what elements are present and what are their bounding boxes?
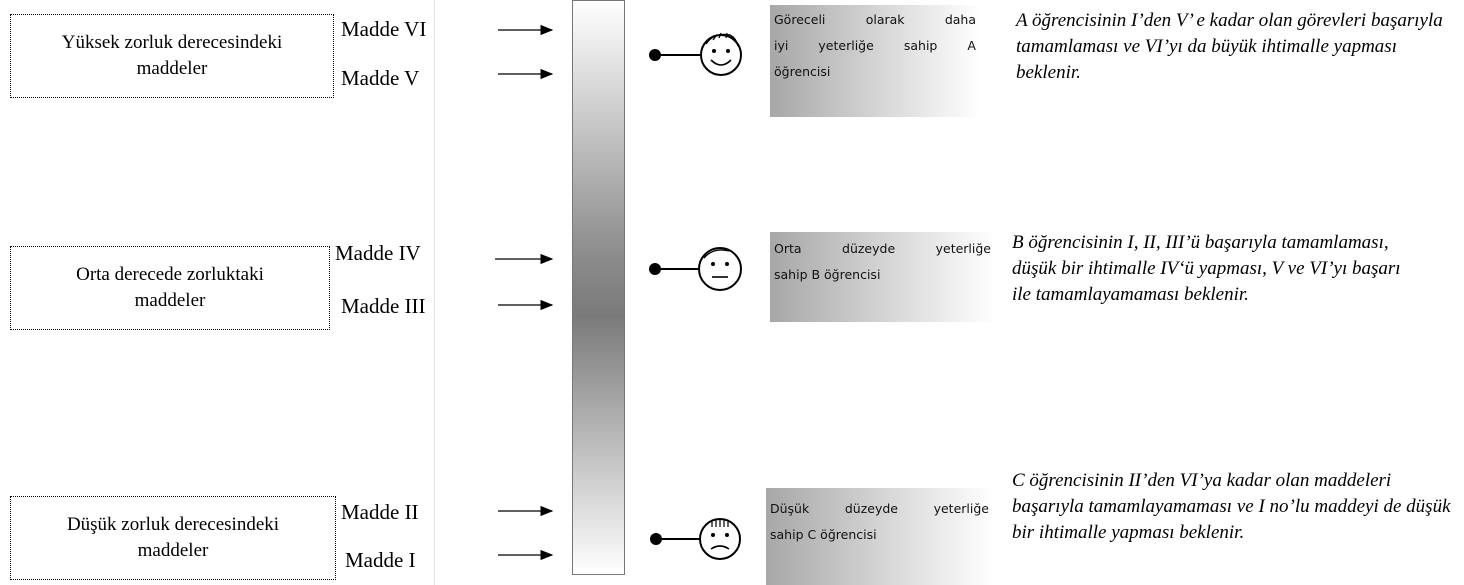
item-label-ii: Madde II bbox=[341, 500, 419, 524]
student-c-line1: Düşük düzeyde yeterliğe bbox=[770, 501, 989, 516]
item-label-iv: Madde IV bbox=[335, 241, 421, 265]
difficulty-scale-bar bbox=[572, 0, 625, 575]
student-c-line2: sahip C öğrencisi bbox=[770, 527, 877, 542]
sad-face-icon bbox=[650, 518, 741, 560]
item-label-i: Madde I bbox=[345, 548, 416, 572]
student-a-line1: Göreceli olarak daha bbox=[774, 12, 976, 27]
student-b-line2: sahip B öğrencisi bbox=[774, 267, 881, 282]
smiling-face-icon bbox=[649, 32, 742, 76]
group-box-low: Düşük zorluk derecesindeki maddeler bbox=[10, 496, 336, 580]
student-a-description: A öğrencisinin I’den V’ e kadar olan gör… bbox=[1016, 10, 1443, 83]
student-b-description: B öğrencisinin I, II, III’ü başarıyla ta… bbox=[1012, 232, 1401, 305]
student-a-line3: öğrencisi bbox=[774, 64, 831, 79]
group-label-medium-line2: maddeler bbox=[134, 290, 206, 311]
group-label-high-line2: maddeler bbox=[136, 58, 208, 79]
neutral-face-icon bbox=[649, 247, 742, 291]
item-label-v: Madde V bbox=[341, 66, 420, 90]
student-b-box: Orta düzeyde yeterliğe sahip B öğrencisi bbox=[770, 232, 995, 322]
student-c-description: C öğrencisinin II’den VI’ya kadar olan m… bbox=[1012, 470, 1451, 543]
item-label-vi: Madde VI bbox=[341, 17, 427, 41]
student-c-box: Düşük düzeyde yeterliğe sahip C öğrencis… bbox=[766, 488, 993, 585]
item-label-iii: Madde III bbox=[341, 294, 426, 318]
group-box-medium: Orta derecede zorluktaki maddeler bbox=[10, 246, 330, 330]
group-label-low-line1: Düşük zorluk derecesindeki bbox=[66, 514, 280, 535]
group-label-low-line2: maddeler bbox=[137, 540, 209, 561]
divider-line bbox=[434, 0, 435, 585]
group-label-medium-line1: Orta derecede zorluktaki bbox=[76, 264, 264, 285]
student-b-line1: Orta düzeyde yeterliğe bbox=[774, 241, 991, 256]
student-a-box: Göreceli olarak daha iyi yeterliğe sahip… bbox=[770, 5, 980, 117]
group-label-high-line1: Yüksek zorluk derecesindeki bbox=[61, 32, 283, 53]
student-a-line2: iyi yeterliğe sahip A bbox=[774, 38, 976, 53]
group-box-high: Yüksek zorluk derecesindeki maddeler bbox=[10, 14, 334, 98]
